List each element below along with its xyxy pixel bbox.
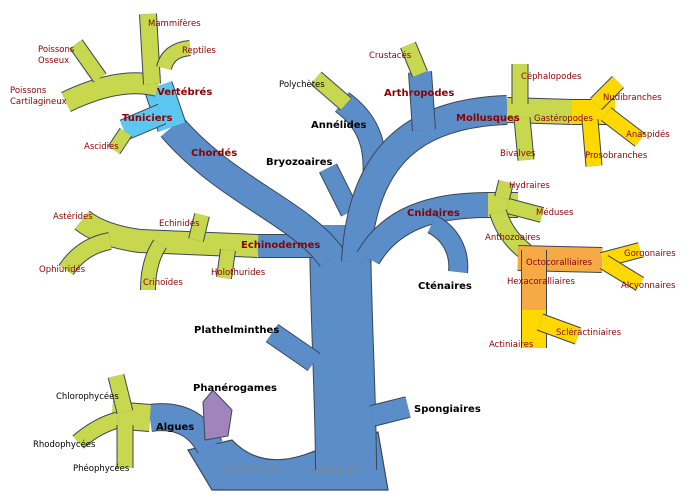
label-echinides: Echinidés [159,218,200,229]
label-vertebres: Vertébrés [157,86,212,98]
label-crustaces: Crustacés [369,50,412,61]
branch-crustaces [401,42,427,77]
label-mammiferes: Mammifères [148,18,201,29]
branch-scleractiniaires [537,314,581,344]
branch-anaspides [601,108,645,146]
label-poissons-cart-2: Cartilagineux [10,97,67,107]
label-reptiles: Reptiles [182,46,216,56]
branch-bryozoaires [319,163,359,217]
label-phanerogames: Phanérogames [193,382,277,394]
label-arthropodes: Arthropodes [384,88,454,99]
label-anaspides: Anaspidés [626,129,670,140]
label-vegetaux: VEGETAUX [222,464,281,477]
label-ophiurides: Ophiuridés [39,264,86,275]
label-actiniaires: Actiniaires [489,340,534,350]
branch-crinoides [141,240,166,291]
branch-vertebres [144,81,186,132]
label-holothurides: Holothurides [211,268,266,278]
branch-cnidaires [357,193,489,265]
label-prosobranches: Prosobranches [585,151,648,161]
branch-algues [148,404,222,454]
branch-ctenaires [427,215,468,273]
branch-tuniciers [120,104,166,140]
label-pheophycees: Phéophycées [73,463,130,474]
label-poissons-osseux-1: Poissons [38,45,75,55]
branch-echinides [189,213,209,242]
branch-rhodophycees [73,412,121,448]
branch-chlorophycees [108,374,133,414]
branch-phanerogames [202,389,233,441]
branch-mammiferes [140,13,160,85]
label-mollusques: Mollusques [456,113,520,124]
label-gorgonaires: Gorgonaires [624,249,676,259]
branch-poissons-osseux [70,39,106,83]
branch-ophiurides [59,233,112,275]
branch-polychetes [311,72,351,110]
label-plathelminthes: Plathelminthes [194,325,279,336]
label-chlorophycees: Chlorophycées [56,391,119,402]
branch-bivalves [514,117,534,161]
label-asterides: Astérides [53,211,93,222]
label-spongiaires: Spongiaires [414,404,481,415]
branch-ascidies [108,128,132,154]
label-meduses: Méduses [536,207,574,218]
label-anthozoaires: Anthozoaires [485,233,541,243]
label-hydraires: Hydraires [509,181,550,191]
branch-reptiles [157,41,191,70]
label-ctenaires: Cténaires [418,280,472,292]
label-tuniciers: Tuniciers [122,113,172,124]
label-alcyonnaires: Alcyonnaires [621,281,676,291]
label-poissons-osseux-2: Osseux [38,56,69,66]
branch-chordes [161,117,344,267]
label-gasteropodes: Gastéropodes [534,113,594,124]
branch-echinodermes-green [75,211,259,257]
branch-vertebres-green [61,73,161,112]
branch-main-right [342,96,508,263]
label-algues: Algues [156,422,194,433]
label-scleractiniaires: Scléractiniaires [556,327,622,338]
label-polychetes: Polychètes [279,79,325,90]
label-ascidies: Ascidies [84,142,119,152]
branch-mollusques-green [506,98,573,124]
branch-spongiaires [369,397,411,426]
label-bivalves: Bivalves [500,149,536,159]
trunk [310,224,376,471]
label-rhodophycees: Rhodophycées [33,439,96,450]
label-annelides: Annélides [311,119,367,131]
branch-arthropodes [409,71,435,131]
label-octocoralliaires: Octocoralliaires [526,258,593,268]
branch-alcyonnaires [600,256,644,290]
label-bryozoaires: Bryozoaires [266,157,333,168]
branch-algues-green [110,402,152,431]
branch-hydraires [495,180,513,200]
label-chordes: Chordés [191,147,237,159]
label-poissons-cart-1: Poissons [10,86,47,96]
branch-prosobranches [582,119,602,167]
branch-plathelminthes [266,324,320,371]
label-cephalopodes: Céphalopodes [521,71,582,82]
label-echinodermes: Echinodermes [241,240,320,251]
branch-meduses [506,199,544,222]
label-nudibranches: Nudibranches [603,93,662,103]
branch-holothurides [217,249,235,279]
label-cnidaires: Cnidaires [407,208,460,219]
branch-nudibranches [590,76,624,110]
label-hexacoralliaires: Hexacoralliaires [507,277,575,287]
label-animaux: ANIMAUX [308,464,360,477]
label-crinoides: Crinoïdes [143,278,183,288]
